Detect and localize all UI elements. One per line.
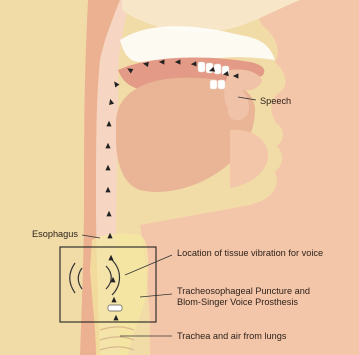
voice-prosthesis — [108, 305, 122, 311]
label-puncture-line1: Tracheosophageal Puncture and — [177, 286, 310, 297]
label-puncture-line2: Blom-Singer Voice Prosthesis — [177, 297, 298, 308]
tooth — [218, 80, 225, 89]
label-esophagus: Esophagus — [32, 229, 78, 240]
label-vibration: Location of tissue vibration for voice — [177, 248, 323, 259]
tooth — [214, 64, 221, 74]
tooth — [206, 63, 213, 73]
label-trachea: Trachea and air from lungs — [177, 331, 286, 342]
tooth — [210, 80, 217, 89]
label-speech: Speech — [260, 96, 291, 107]
tooth — [198, 62, 205, 72]
